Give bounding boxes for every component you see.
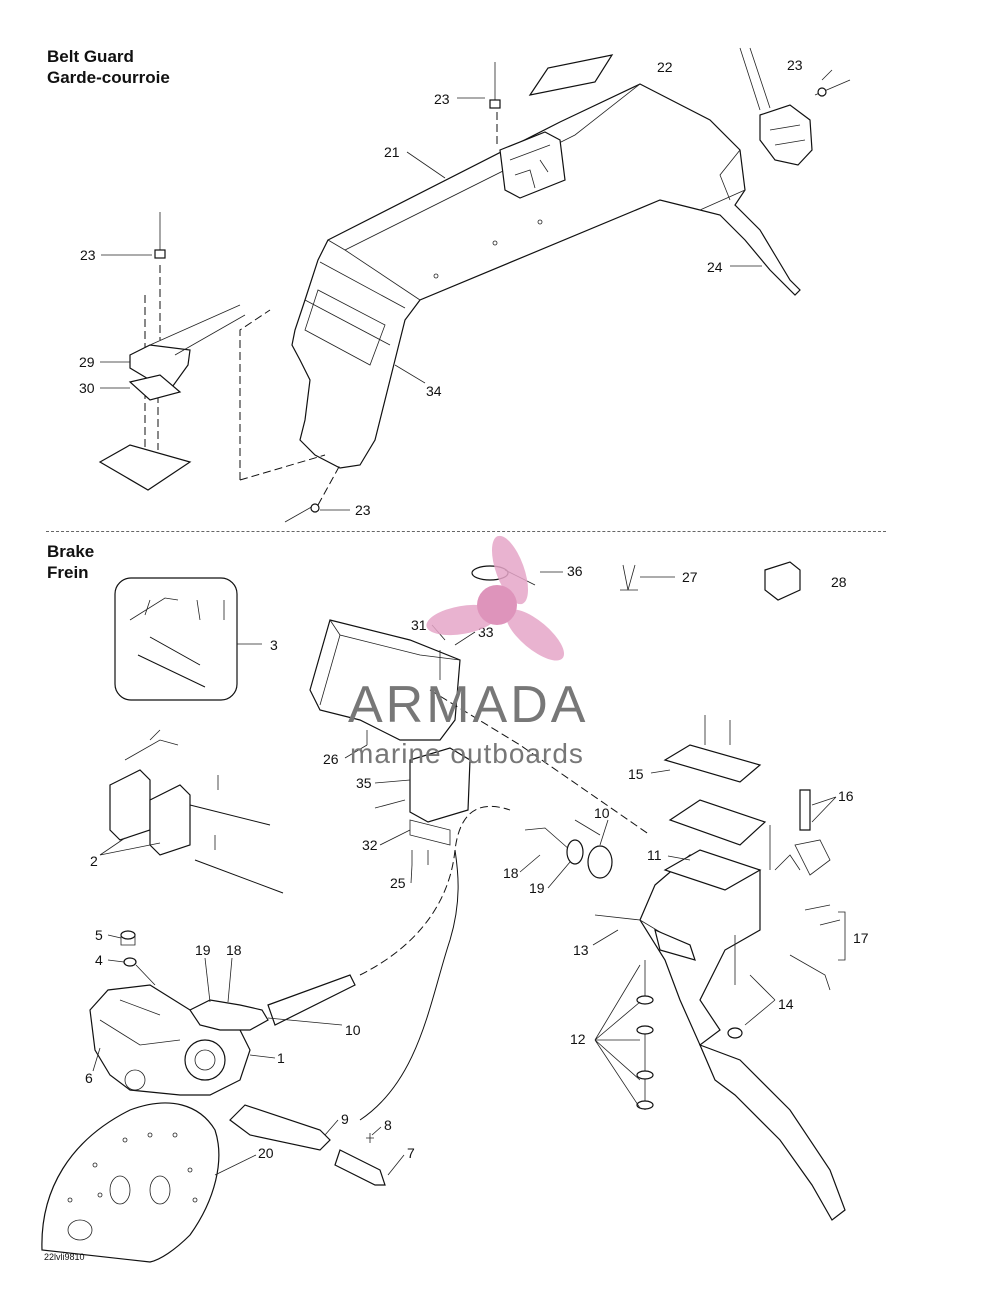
callout-19-bottom: 19 xyxy=(195,942,211,958)
callout-36: 36 xyxy=(567,563,583,579)
callout-20: 20 xyxy=(258,1145,274,1161)
belt-guard-title-en: Belt Guard xyxy=(47,47,134,66)
brake-title-fr: Frein xyxy=(47,563,89,582)
diaphragm-11 xyxy=(668,799,767,846)
callout-4: 4 xyxy=(95,952,103,968)
retaining-pin-9 xyxy=(229,1104,331,1151)
callout-30: 30 xyxy=(79,380,95,396)
callout-2: 2 xyxy=(90,853,98,869)
bracket-35 xyxy=(409,747,471,823)
washer-19 xyxy=(566,839,584,865)
callout-15: 15 xyxy=(628,766,644,782)
callout-17: 17 xyxy=(853,930,869,946)
decal-part xyxy=(528,54,614,96)
fitting-10 xyxy=(587,845,613,879)
caliper-body xyxy=(89,984,251,1096)
brake-pad-left xyxy=(109,769,151,841)
brake-title: Brake Frein xyxy=(47,541,94,583)
callout-9: 9 xyxy=(341,1111,349,1127)
callout-23-bottom: 23 xyxy=(355,502,371,518)
cover-15 xyxy=(663,744,762,783)
callout-25: 25 xyxy=(390,875,406,891)
callout-10-bottom: 10 xyxy=(345,1022,361,1038)
callout-6: 6 xyxy=(85,1070,93,1086)
screw-7 xyxy=(334,1149,386,1186)
screw-16 xyxy=(799,789,811,831)
plate-30 xyxy=(128,374,182,401)
callout-21: 21 xyxy=(384,144,400,160)
callout-16: 16 xyxy=(838,788,854,804)
callout-5: 5 xyxy=(95,927,103,943)
callout-8: 8 xyxy=(384,1117,392,1133)
callout-7: 7 xyxy=(407,1145,415,1161)
belt-guard-cover xyxy=(291,83,801,469)
section-divider xyxy=(46,531,886,532)
callout-14: 14 xyxy=(778,996,794,1012)
hardware-kit-box xyxy=(114,577,238,701)
latch-part xyxy=(499,131,566,199)
brake-hose-dash xyxy=(359,805,511,976)
callout-26: 26 xyxy=(323,751,339,767)
base-plate xyxy=(98,444,192,491)
hinge-bracket xyxy=(759,104,813,166)
watermark-tagline: marine outboards xyxy=(350,738,584,769)
belt-guard-title: Belt Guard Garde-courroie xyxy=(47,46,170,88)
callout-35: 35 xyxy=(356,775,372,791)
belt-guard-leaders xyxy=(100,69,833,511)
callout-18-bottom: 18 xyxy=(226,942,242,958)
propeller-logo xyxy=(426,535,565,661)
brake-lever xyxy=(698,1043,846,1221)
brake-leaders xyxy=(92,571,846,1176)
block-28 xyxy=(764,561,801,601)
master-cylinder xyxy=(639,854,761,1046)
callout-18-top: 18 xyxy=(503,865,519,881)
callout-10-top: 10 xyxy=(594,805,610,821)
reservoir-body xyxy=(309,619,461,741)
brake-title-en: Brake xyxy=(47,542,95,561)
callout-13: 13 xyxy=(573,942,589,958)
callout-27: 27 xyxy=(682,569,698,585)
callout-23-top: 23 xyxy=(434,91,450,107)
callout-22: 22 xyxy=(657,59,673,75)
bracket-29 xyxy=(129,344,191,391)
brake-drawing xyxy=(41,561,846,1263)
callout-28: 28 xyxy=(831,574,847,590)
piston-13 xyxy=(654,928,696,961)
belt-guard-drawing xyxy=(98,47,851,523)
callout-23-right: 23 xyxy=(787,57,803,73)
callout-29: 29 xyxy=(79,354,95,370)
callout-23-left: 23 xyxy=(80,247,96,263)
callout-31: 31 xyxy=(411,617,427,633)
callout-24: 24 xyxy=(707,259,723,275)
hose-sleeve xyxy=(267,974,356,1026)
callout-32: 32 xyxy=(362,837,378,853)
callout-34: 34 xyxy=(426,383,442,399)
armada-watermark: ARMADA marine outboards xyxy=(348,535,588,769)
banjo-fitting xyxy=(189,999,269,1031)
callout-1: 1 xyxy=(277,1050,285,1066)
bleeder-4 xyxy=(123,957,137,967)
callout-19-top: 19 xyxy=(529,880,545,896)
bleeder-cap-5 xyxy=(120,930,136,940)
brake-disc xyxy=(41,1102,220,1263)
callout-11: 11 xyxy=(647,847,662,863)
watermark-brand: ARMADA xyxy=(348,676,588,734)
callout-12: 12 xyxy=(570,1031,586,1047)
belt-guard-title-fr: Garde-courroie xyxy=(47,68,170,87)
drawing-code: 22lvli9810 xyxy=(44,1252,85,1262)
brake-pad-right xyxy=(149,784,191,856)
callout-3: 3 xyxy=(270,637,278,653)
